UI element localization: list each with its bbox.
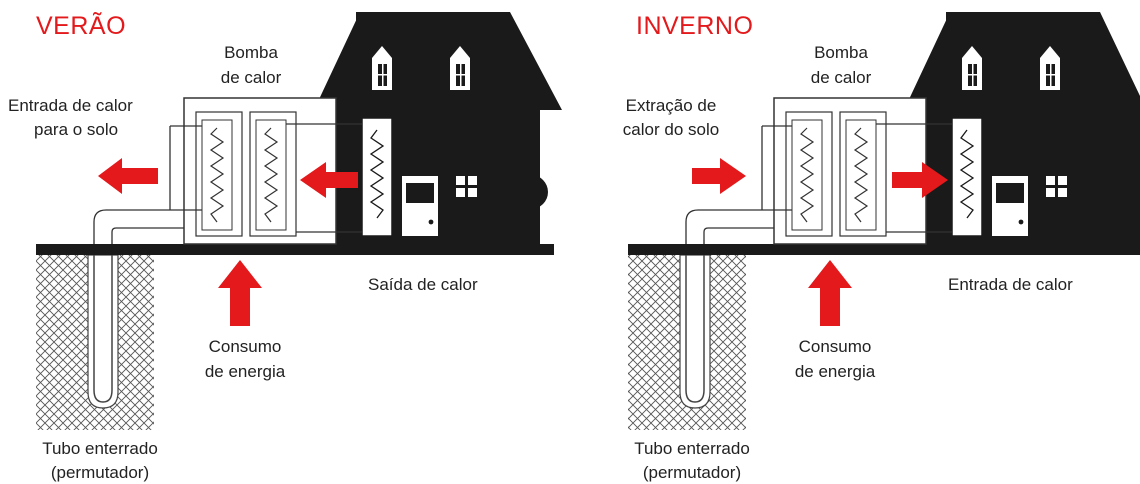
ground-heat-label-line2: calor do solo xyxy=(622,120,720,139)
winter-panel: INVERNO Bomba de calor Extração de calor… xyxy=(570,0,1140,484)
attic-window-right xyxy=(1040,46,1060,90)
house-radiator xyxy=(951,117,983,237)
house-heat-label: Saída de calor xyxy=(368,275,478,294)
front-window xyxy=(456,176,477,197)
arrow-heat-to-house xyxy=(892,162,948,198)
buried-pipe xyxy=(93,240,113,403)
chimney xyxy=(946,12,966,30)
heat-pump-label-line2: de calor xyxy=(810,68,872,87)
energy-label-line2: de energia xyxy=(794,362,876,381)
piping xyxy=(93,123,362,240)
arrow-energy-input xyxy=(808,260,852,326)
tree xyxy=(1105,175,1139,246)
heat-pump-label-line1: Bomba xyxy=(814,43,868,62)
front-door xyxy=(992,176,1028,236)
arrow-heat-to-ground xyxy=(98,158,158,194)
front-window xyxy=(1046,176,1067,197)
pipe-label-line1: Tubo enterrado xyxy=(634,439,750,458)
summer-panel: VERÃO Bomba de calor Entrada de calor pa… xyxy=(8,12,562,482)
ground-line xyxy=(628,244,1140,255)
house-heat-label: Entrada de calor xyxy=(948,275,1073,294)
ground-heat-exchanger xyxy=(628,240,746,430)
pipe-label-line2: (permutador) xyxy=(642,463,742,482)
buried-pipe xyxy=(685,240,705,403)
attic-window-left xyxy=(962,46,982,90)
heat-pump-label-line1: Bomba xyxy=(224,43,278,62)
ground-heat-label-line2: para o solo xyxy=(34,120,119,139)
ground-heat-exchanger xyxy=(36,240,154,430)
heat-pump-label-line2: de calor xyxy=(220,68,282,87)
season-title: INVERNO xyxy=(636,12,754,40)
pipe-label-line1: Tubo enterrado xyxy=(42,439,158,458)
season-title: VERÃO xyxy=(36,12,127,40)
heat-flow-arrows xyxy=(98,158,358,326)
ground-heat-label-line1: Extração de xyxy=(625,96,717,115)
heat-pump xyxy=(183,97,337,245)
energy-label-line1: Consumo xyxy=(798,337,872,356)
ground-line xyxy=(36,244,554,255)
ground-heat-label-line1: Entrada de calor xyxy=(8,96,133,115)
chimney xyxy=(356,12,376,30)
winter-diagram xyxy=(628,12,1140,430)
heat-flow-arrows xyxy=(692,158,948,326)
attic-window-left xyxy=(372,46,392,90)
house-windows xyxy=(372,46,477,236)
pipe-label-line2: (permutador) xyxy=(50,463,150,482)
arrow-energy-input xyxy=(218,260,262,326)
energy-label-line2: de energia xyxy=(204,362,286,381)
arrow-heat-from-ground xyxy=(692,158,746,194)
energy-label-line1: Consumo xyxy=(208,337,282,356)
house-radiator xyxy=(361,117,393,237)
front-door xyxy=(402,176,438,236)
heat-pump xyxy=(773,97,927,245)
tree xyxy=(514,175,548,246)
summer-diagram xyxy=(36,12,562,430)
piping xyxy=(685,123,952,240)
attic-window-right xyxy=(450,46,470,90)
house-windows xyxy=(962,46,1067,236)
arrow-heat-from-house xyxy=(300,162,358,198)
